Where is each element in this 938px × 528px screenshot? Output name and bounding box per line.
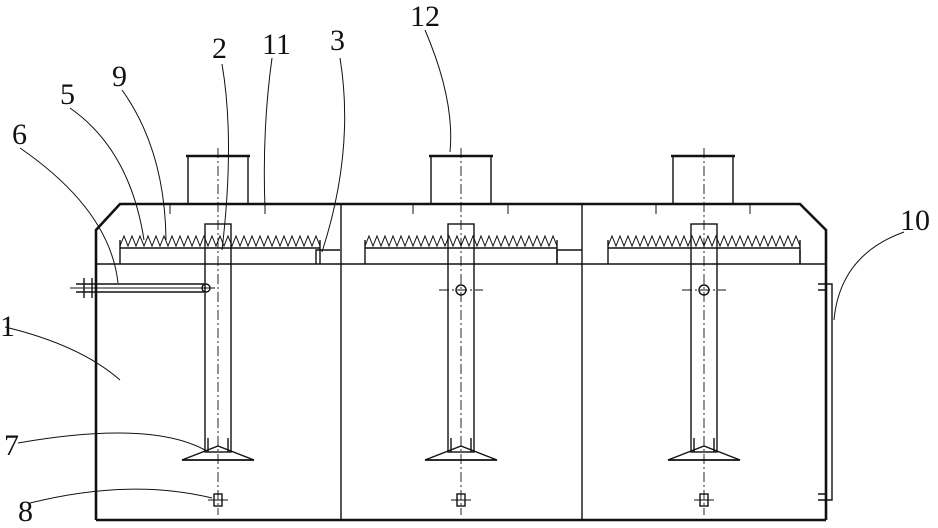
label-6: 6 bbox=[12, 118, 27, 151]
handrail bbox=[818, 283, 833, 501]
impeller-assembly-1 bbox=[181, 148, 255, 515]
label-9: 9 bbox=[112, 60, 127, 93]
label-8: 8 bbox=[18, 495, 33, 528]
leader-lines bbox=[4, 29, 905, 504]
weir-1 bbox=[119, 234, 321, 264]
impeller-assembly-2 bbox=[424, 148, 498, 515]
impeller-shafts bbox=[181, 148, 741, 515]
label-7: 7 bbox=[4, 429, 19, 462]
label-1: 1 bbox=[0, 310, 15, 343]
label-3: 3 bbox=[330, 24, 345, 57]
label-5: 5 bbox=[60, 78, 75, 111]
label-11: 11 bbox=[262, 28, 291, 61]
motor-housings bbox=[186, 154, 735, 205]
label-2: 2 bbox=[212, 32, 227, 65]
label-12: 12 bbox=[410, 0, 440, 33]
impeller-assembly-3 bbox=[667, 148, 741, 515]
label-10: 10 bbox=[900, 204, 930, 237]
feed-pipe bbox=[70, 278, 215, 298]
